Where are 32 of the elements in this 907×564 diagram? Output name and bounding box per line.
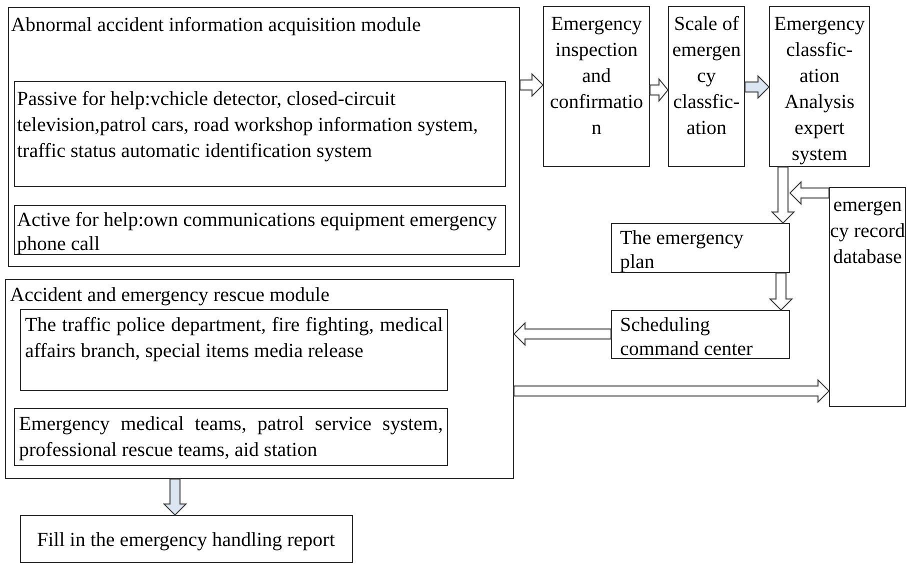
node-text: The traffic police department, fire fighting, medical affairs branch, special items media release [24, 313, 444, 364]
module-box [5, 279, 514, 479]
block-arrow [744, 74, 770, 100]
node-text: Scale of emergen cy classfic- ation [671, 12, 742, 141]
node-text: emergen cy record database [830, 193, 905, 270]
block-arrow [770, 166, 796, 224]
node-text: Accident and emergency rescue module [9, 283, 330, 308]
block-arrow [162, 478, 188, 516]
process-box [611, 223, 790, 273]
node-text: Active for help:own communications equipment emergency phone call [16, 208, 498, 256]
process-box [20, 515, 353, 563]
database-box [829, 187, 906, 407]
process-box [668, 6, 745, 167]
node-text: Fill in the emergency handling report [36, 528, 336, 553]
block-arrow [513, 322, 612, 346]
process-box [20, 309, 448, 391]
node-text: Emergency inspection and confirmatio n [548, 12, 644, 141]
block-arrow [520, 72, 544, 98]
process-box [611, 310, 790, 359]
node-text: Passive for help:vchicle detector, closed-circuit television,patrol cars, road workshop information system, traffic status automatic identification system [16, 87, 480, 164]
block-arrow [768, 272, 794, 311]
process-box [14, 81, 506, 187]
block-arrow [789, 180, 830, 206]
node-text: Scheduling command center [619, 313, 754, 361]
node-text: The emergency plan [619, 226, 744, 274]
process-box [543, 6, 650, 167]
module-box [8, 7, 520, 267]
node-text: Abnormal accident information acquisition module [10, 13, 422, 38]
block-arrow [514, 378, 830, 404]
node-text: Emergency medical teams, patrol service system, professional rescue teams, aid station [18, 412, 444, 463]
node-text: Emergency classfic- ation Analysis expert system [773, 12, 866, 167]
block-arrow [650, 78, 669, 102]
